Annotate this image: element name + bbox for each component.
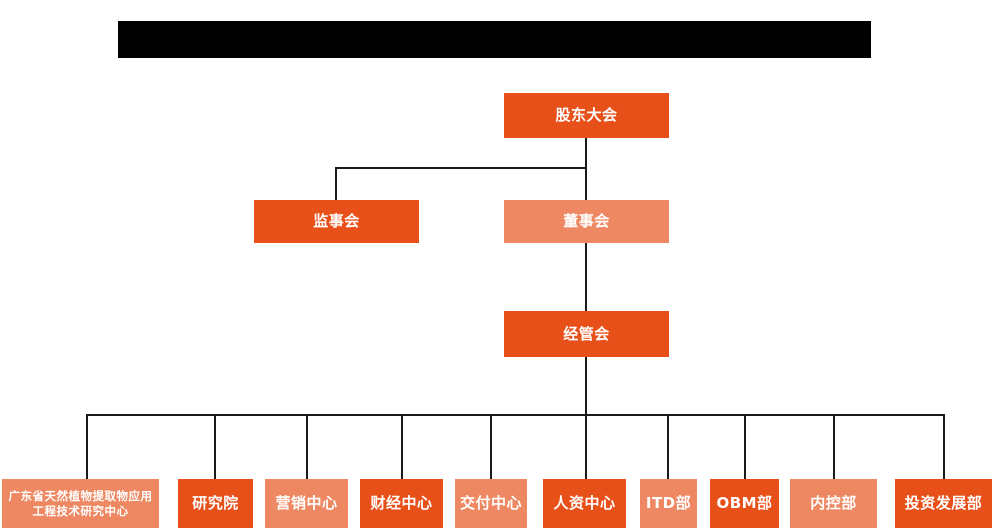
connector-drop-dept-10 (943, 414, 945, 479)
connector-drop-dept-02 (214, 414, 216, 479)
org-node-label: 财经中心 (370, 494, 433, 513)
org-node-label: 经管会 (563, 324, 610, 343)
connector-to-supervisory-board (335, 167, 337, 200)
connector-drop-dept-04 (401, 414, 403, 479)
redacted-title-banner (118, 21, 871, 58)
connector-drop-dept-05 (490, 414, 492, 479)
connector-department-bus (86, 414, 944, 416)
org-node-label: 研究院 (192, 494, 239, 513)
org-node-guangdong-research-center[interactable]: 广东省天然植物提取物应用工程技术研究中心 (2, 479, 159, 528)
connector-drop-dept-03 (306, 414, 308, 479)
org-node-management-committee[interactable]: 经管会 (504, 311, 669, 357)
org-node-research-institute[interactable]: 研究院 (178, 479, 253, 528)
org-node-marketing-center[interactable]: 营销中心 (265, 479, 348, 528)
org-node-label: 监事会 (313, 212, 360, 231)
connector-board-to-management (585, 243, 587, 311)
connector-shareholders-down (585, 138, 587, 168)
org-node-label: 董事会 (563, 212, 610, 231)
org-node-shareholders-meeting[interactable]: 股东大会 (504, 93, 669, 138)
org-node-label: 投资发展部 (904, 494, 983, 513)
org-node-investment-development-department[interactable]: 投资发展部 (895, 479, 992, 528)
connector-drop-dept-06 (585, 414, 587, 479)
connector-drop-dept-09 (833, 414, 835, 479)
org-node-board-of-directors[interactable]: 董事会 (504, 200, 669, 243)
org-node-obm-department[interactable]: OBM部 (710, 479, 779, 528)
org-node-delivery-center[interactable]: 交付中心 (455, 479, 527, 528)
org-node-label: 内控部 (810, 494, 857, 513)
connector-drop-dept-08 (744, 414, 746, 479)
org-node-hr-center[interactable]: 人资中心 (543, 479, 626, 528)
org-node-itd-department[interactable]: ITD部 (640, 479, 697, 528)
org-node-supervisory-board[interactable]: 监事会 (254, 200, 419, 243)
org-node-internal-control-department[interactable]: 内控部 (790, 479, 877, 528)
connector-drop-dept-01 (86, 414, 88, 479)
org-node-label: OBM部 (716, 494, 773, 513)
org-node-label: 人资中心 (553, 494, 616, 513)
org-node-label: ITD部 (645, 494, 692, 513)
org-node-label: 股东大会 (555, 106, 618, 125)
connector-to-board-of-directors (585, 167, 587, 200)
org-node-label: 广东省天然植物提取物应用工程技术研究中心 (8, 489, 153, 518)
org-node-label: 营销中心 (275, 494, 338, 513)
org-node-label: 交付中心 (459, 494, 522, 513)
org-node-finance-center[interactable]: 财经中心 (360, 479, 443, 528)
connector-management-down (585, 357, 587, 416)
connector-drop-dept-07 (667, 414, 669, 479)
connector-level2-bus (335, 167, 587, 169)
